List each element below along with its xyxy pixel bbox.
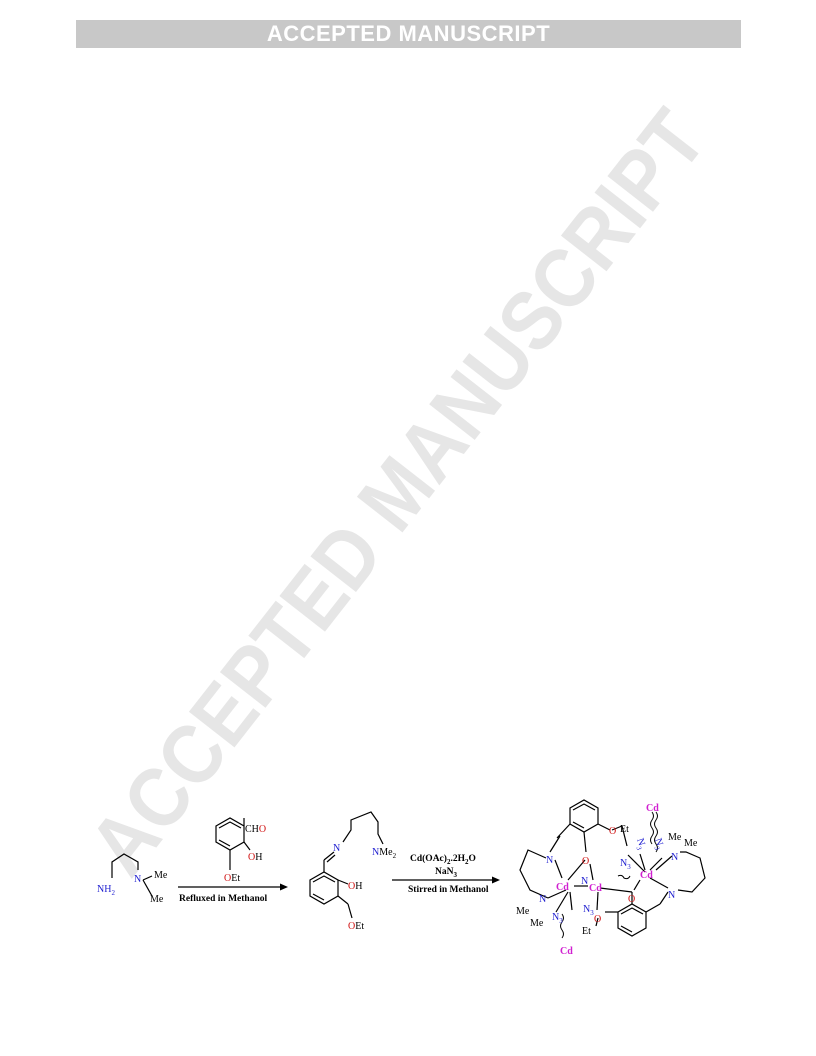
svg-text:NMe2: NMe2 [372,847,397,860]
phenoxo-o-lower: O [628,894,635,905]
intermediate-oet-o: O [348,921,355,932]
oh-h-label: H [255,852,262,863]
arrow1-label: Refluxed in Methanol [179,894,268,904]
banner-text: ACCEPTED MANUSCRIPT [266,21,551,46]
svg-text:N3: N3 [552,912,563,925]
reaction-arrow-1: Refluxed in Methanol [178,883,288,904]
azide-label-lower-left: N [552,912,559,923]
reagent-cadmium-acetate: Cd(OAc) [410,853,447,864]
reactant-diamine: NH2 N Me Me [97,853,168,905]
svg-text:N3: N3 [583,904,594,917]
svg-text:OH: OH [248,852,262,863]
methyl-label-left-1: Me [516,906,530,917]
methyl-label-right-1: Me [668,832,682,843]
accepted-manuscript-banner: ACCEPTED MANUSCRIPT [76,20,741,48]
intermediate-oet-et: Et [355,921,364,932]
arrow2-label: Stirred in Methanol [408,885,489,895]
azide-label-upper-right: N [652,837,665,847]
svg-text:OH: OH [348,881,362,892]
cd-label-bottom: Cd [560,946,573,957]
svg-text:NH2: NH2 [97,884,115,897]
azide-label-upper: N [634,837,647,847]
cd-label-center: Cd [589,883,602,894]
imine-n-left: N [546,855,553,866]
reagent-sodium-azide: NaN [435,867,454,877]
svg-text:Cd(OAc)2.2H2O: Cd(OAc)2.2H2O [410,853,476,866]
nme2-n-label: N [372,847,379,858]
cho-c-label: CH [245,824,259,835]
svg-text:CHO: CHO [245,824,266,835]
svg-text:N3: N3 [650,837,666,852]
svg-text:N3: N3 [620,858,631,871]
ethoxy-o-lower: O [594,914,601,925]
amine-n-label: N [134,874,141,885]
phenoxo-o-upper: O [582,856,589,867]
reactant-aldehyde: CHO OH OEt [215,817,266,884]
ethoxy-o-upper: O [609,826,616,837]
imine-n-label: N [333,843,340,854]
imine-n-right: N [668,890,675,901]
amine-n-left: N [539,894,546,905]
azide-label-center: N [620,858,627,869]
cd-label-top: Cd [646,803,659,814]
svg-text:OEt: OEt [348,921,364,932]
methyl-label-1: Me [154,870,168,881]
nme2-me-label: Me [379,847,393,858]
cd-label-right: Cd [640,870,653,881]
cho-o-label: O [259,824,266,835]
ethyl-label-upper: Et [620,824,629,835]
azide-label-lower: N [583,904,590,915]
svg-text:OEt: OEt [224,873,240,884]
intermediate-schiff-base: N NMe2 OH OEt [309,811,397,932]
azide-label-cd-link: N [581,876,588,887]
svg-text:N: N [581,876,588,887]
amine-n-right: N [671,852,678,863]
svg-text:NaN3: NaN3 [435,867,457,879]
cd-label-left: Cd [556,882,569,893]
methyl-label-2: Me [150,894,164,905]
reaction-arrow-2: Cd(OAc)2.2H2O NaN3 Stirred in Methanol [392,853,500,895]
intermediate-oh-h: H [355,881,362,892]
methyl-label-left-2: Me [530,918,544,929]
oh-o-label: O [248,852,255,863]
oet-et-label: Et [231,873,240,884]
intermediate-oh-o: O [348,881,355,892]
product-cadmium-complex: Cd Cd Cd Cd Cd N N N N O O O O N3 N N3 N… [516,799,706,957]
ethyl-label-lower: Et [582,926,591,937]
oet-o-label: O [224,873,231,884]
nh2-label: NH [97,884,111,895]
svg-text:N3: N3 [632,837,648,852]
methyl-label-right-2: Me [684,838,698,849]
